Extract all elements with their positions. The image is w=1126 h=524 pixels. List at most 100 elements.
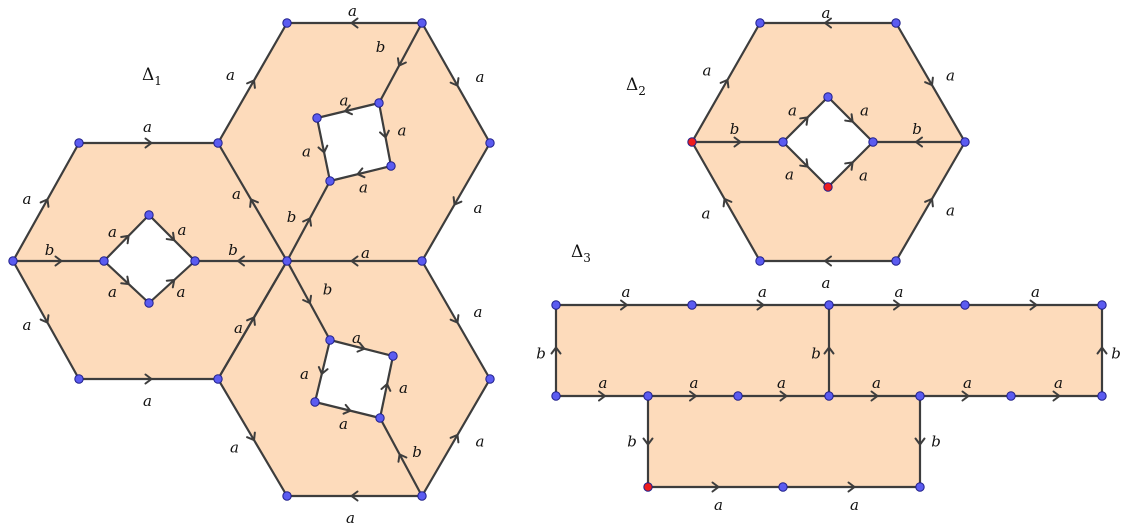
arrow-w4-r3	[823, 346, 835, 355]
edge-B1-B2	[420, 377, 492, 498]
edge-label-a: a	[232, 185, 241, 203]
edge-u1-u2	[328, 338, 395, 358]
edge-T4-B1	[420, 259, 492, 381]
vertex	[325, 335, 335, 345]
vertex	[823, 92, 833, 102]
arrow-L2-L3	[39, 198, 50, 208]
edge-t1-t4	[315, 116, 332, 183]
edge-label-a: a	[359, 179, 368, 197]
edge-L3-L4	[11, 259, 81, 381]
edge-label-b: b	[811, 345, 821, 363]
edge-label-b: b	[1111, 345, 1121, 363]
vertex	[891, 256, 901, 266]
delta2-title: Δ2	[626, 75, 646, 98]
edge-label-a: a	[474, 199, 483, 217]
edge-C-t4	[285, 179, 332, 263]
arrow-T3-T4	[452, 196, 463, 206]
edge-label-a: a	[302, 143, 311, 161]
vertex	[190, 256, 200, 266]
arrow-r4-r5	[1029, 299, 1038, 311]
vertex	[144, 210, 154, 220]
edge-T2-t2	[377, 21, 424, 105]
edge-L2-L3	[11, 141, 81, 263]
arrow-r1-r2	[620, 299, 628, 311]
edge-T2-T3	[420, 21, 492, 145]
edge-label-a: a	[177, 283, 186, 301]
arrow-T4-B1	[449, 314, 460, 324]
edge-label-a: a	[690, 374, 699, 392]
arrow-s2-s3	[165, 231, 176, 242]
delta1-hexagon-bottom	[218, 261, 490, 496]
edge-u2-u3	[378, 354, 395, 420]
vertex	[824, 391, 834, 401]
edge-B3-L5	[216, 377, 289, 498]
vertex	[551, 391, 561, 401]
arrow-B1-B2	[449, 433, 460, 444]
delta1-hexagon-left	[13, 143, 287, 379]
edge-q4-q3	[826, 140, 875, 189]
vertex	[778, 137, 788, 147]
arrow-q1-q4	[799, 158, 809, 168]
vertices	[8, 18, 1107, 501]
edge-label-b: b	[627, 433, 637, 451]
arrow-P0-P1	[719, 78, 730, 89]
arrow-L3-s1	[54, 255, 63, 267]
vertex	[374, 98, 384, 108]
edge-label-a: a	[348, 2, 357, 20]
arrow-w6-w7	[1052, 390, 1061, 402]
edge-label-b: b	[536, 345, 546, 363]
edge-label-a: a	[860, 102, 869, 120]
edge-s2-s3	[147, 213, 197, 263]
vertex	[868, 137, 878, 147]
edge-label-a: a	[234, 319, 243, 337]
edge-label-a: a	[622, 283, 631, 301]
arrow-u1-u2	[356, 341, 366, 353]
vertex	[687, 300, 697, 310]
vertex	[325, 176, 335, 186]
edge-label-a: a	[714, 496, 723, 514]
arrow-P4-P5	[824, 255, 832, 267]
arrow-L4-L5	[144, 373, 153, 385]
edge-label-a: a	[340, 92, 349, 110]
edge-label-a: a	[226, 66, 235, 84]
arrow-t1-t4	[317, 144, 329, 154]
edge-label-a: a	[361, 244, 370, 262]
edge-label-a: a	[850, 496, 859, 514]
arrow-w2-z1	[642, 437, 654, 446]
delta1-hexagon-top	[218, 23, 490, 261]
arrow-P2-P3	[924, 76, 934, 87]
edge-C-u1	[285, 259, 332, 342]
vertex	[551, 300, 561, 310]
edge-label-a: a	[963, 374, 972, 392]
edge-label-a: a	[946, 67, 955, 85]
edge-P2-P3	[894, 21, 967, 144]
edge-L5-C	[216, 259, 289, 381]
arrow-u4-u3	[342, 403, 352, 415]
edge-label-a: a	[352, 329, 361, 347]
arrow-s1-s2	[120, 234, 130, 245]
vertex	[915, 482, 925, 492]
edge-label-a: a	[859, 167, 868, 185]
edge-label-a: a	[300, 365, 309, 383]
edge-arrows	[39, 17, 1108, 502]
edge-t4-t3	[328, 164, 393, 183]
arrow-B2-u3	[397, 453, 408, 463]
edge-label-b: b	[730, 120, 740, 138]
edge-u4-u3	[313, 400, 382, 420]
arrow-t1-t2	[344, 104, 353, 116]
vertex	[8, 256, 18, 266]
arrow-P5-P0	[722, 197, 733, 208]
arrow-L1-T1	[246, 79, 256, 89]
arrow-w5-w6	[961, 390, 970, 402]
edge-q1-q2	[781, 95, 830, 144]
edge-label-b: b	[912, 120, 922, 138]
arrow-L3-L4	[39, 314, 50, 324]
arrow-T2-t2	[396, 57, 407, 67]
vertex	[960, 137, 970, 147]
edge-label-a: a	[777, 374, 786, 392]
arrow-t2-t3	[379, 129, 390, 139]
edge-label-b: b	[287, 208, 297, 226]
edge-label-b: b	[228, 241, 238, 259]
edge-label-a: a	[822, 274, 831, 292]
